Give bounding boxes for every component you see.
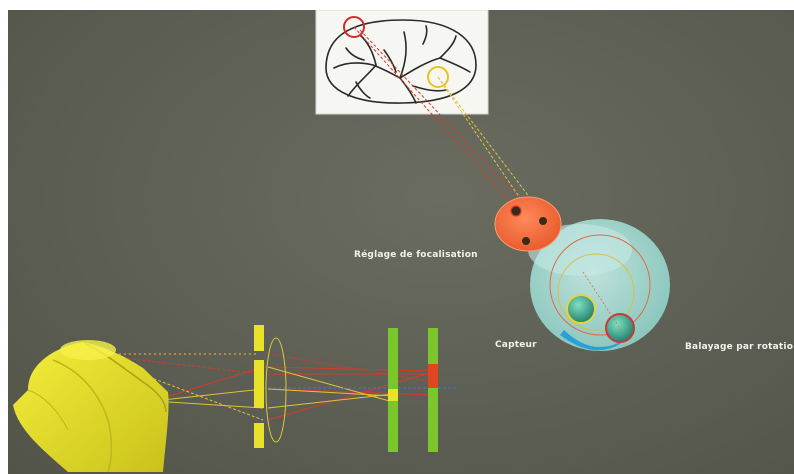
scan-label: Balayage par rotatio	[685, 342, 793, 352]
optics-diagram	[8, 10, 794, 474]
sensor-strip-left	[388, 328, 398, 452]
sensor-blob-red-ring	[606, 314, 634, 342]
focus-disk	[495, 197, 561, 251]
inset-background	[316, 10, 488, 114]
pattern-inset	[316, 10, 488, 114]
yellow-object	[13, 340, 169, 472]
sensor-blob-yellow-ring	[567, 295, 595, 323]
sensor-label: Capteur	[495, 340, 537, 350]
diagram-board: Réglage de focalisation Capteur Balayage…	[8, 10, 794, 474]
slit-strip	[254, 325, 264, 448]
sensor-strip-right	[428, 328, 438, 452]
focus-label: Réglage de focalisation	[354, 250, 478, 260]
